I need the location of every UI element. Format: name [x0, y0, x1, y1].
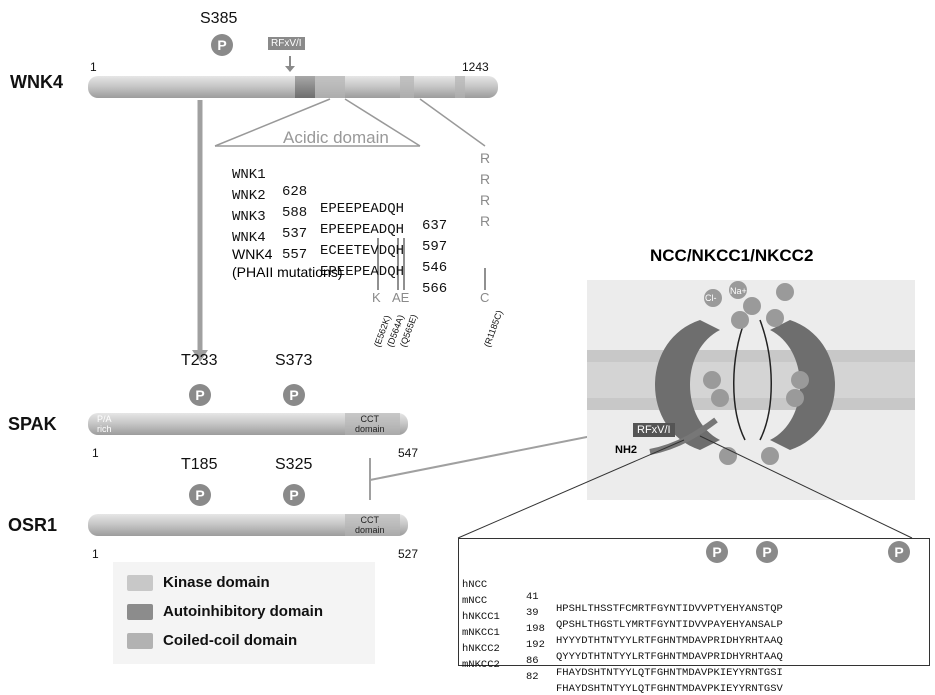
- acidic-row-name: WNK4: [232, 230, 266, 247]
- acidic-r-4: R: [480, 213, 490, 229]
- ion-na-label: Na+: [730, 286, 747, 296]
- legend-swatch: [127, 604, 153, 620]
- legend-label: Coiled-coil domain: [163, 632, 297, 649]
- osr1-cct-domain: CCT domain: [355, 515, 385, 535]
- acidic-r-2: R: [480, 171, 490, 187]
- legend-label: Kinase domain: [163, 574, 270, 591]
- mutation-ae: AE: [392, 290, 409, 305]
- acidic-row-end: 597: [422, 239, 447, 256]
- spak-site-t233: T233: [181, 352, 217, 370]
- acidic-row-end: 546: [422, 260, 447, 277]
- legend-item-autoinhibitory: Autoinhibitory domain: [127, 603, 323, 620]
- pha-label-1: WNK4: [232, 246, 272, 262]
- alignment-phospho-icon: P: [706, 541, 728, 563]
- osr1-site-t185: T185: [181, 456, 217, 474]
- spak-label: SPAK: [8, 414, 57, 435]
- acidic-table: WNK1 628 EPEEPEADQH 637 WNK2 588 EPEEPEA…: [232, 150, 492, 230]
- membrane-panel: [587, 280, 915, 500]
- osr1-phospho-icon: P: [189, 484, 211, 506]
- legend-swatch: [127, 575, 153, 591]
- mutation-c: C: [480, 290, 489, 305]
- spak-start: 1: [92, 446, 99, 460]
- legend-item-coiled-coil: Coiled-coil domain: [127, 632, 297, 649]
- acidic-row: WNK3 537 ECEETEVDQH 546: [232, 192, 492, 209]
- acidic-row-seq: ECEETEVDQH: [320, 243, 404, 260]
- spak-site-s373: S373: [275, 352, 312, 370]
- alignment-row: mNKCC2 82 FHAYDSHTNTYYLQTFGHNTMDAVPKIEYY…: [462, 647, 922, 695]
- legend-label: Autoinhibitory domain: [163, 603, 323, 620]
- acidic-r-3: R: [480, 192, 490, 208]
- spak-cct-domain: CCT domain: [355, 414, 385, 434]
- wnk4-protein-bar: [88, 76, 498, 98]
- alignment-name: mNKCC2: [462, 659, 500, 671]
- osr1-end: 527: [398, 547, 418, 561]
- spak-pa-rich: P/A rich: [97, 414, 112, 434]
- acidic-row: WNK1 628 EPEEPEADQH 637: [232, 150, 492, 167]
- osr1-start: 1: [92, 547, 99, 561]
- ncc-nh2-label: NH2: [615, 444, 637, 456]
- alignment-seq: FHAYDSHTNTYYLQTFGHNTMDAVPKIEYYRNTGSV: [556, 683, 783, 695]
- acidic-r-1: R: [480, 150, 490, 166]
- osr1-label: OSR1: [8, 515, 57, 536]
- spak-phospho-icon: P: [283, 384, 305, 406]
- mutation-k: K: [372, 290, 381, 305]
- pha-label-2: (PHAII mutations): [232, 264, 342, 280]
- osr1-site-s325: S325: [275, 456, 312, 474]
- acidic-row-end: 566: [422, 281, 447, 298]
- spak-end: 547: [398, 446, 418, 460]
- ncc-motif-badge: RFxV/I: [633, 423, 675, 437]
- acidic-row-start: 557: [282, 247, 307, 264]
- acidic-row: WNK4 557 EPEEPEADQH 566: [232, 213, 492, 230]
- legend-item-kinase: Kinase domain: [127, 574, 270, 591]
- osr1-phospho-icon: P: [283, 484, 305, 506]
- alignment-phospho-icon: P: [756, 541, 778, 563]
- wnk4-motif-pointer: [285, 56, 295, 72]
- alignment-phospho-icon: P: [888, 541, 910, 563]
- acidic-row: WNK2 588 EPEEPEADQH 597: [232, 171, 492, 188]
- cct-binding-arrow: [370, 432, 612, 500]
- spak-phospho-icon: P: [189, 384, 211, 406]
- alignment-num: 82: [526, 671, 539, 683]
- acidic-domain-title: Acidic domain: [283, 128, 389, 148]
- ncc-title: NCC/NKCC1/NKCC2: [650, 246, 813, 266]
- legend-swatch: [127, 633, 153, 649]
- ion-cl-label: Cl-: [705, 293, 717, 303]
